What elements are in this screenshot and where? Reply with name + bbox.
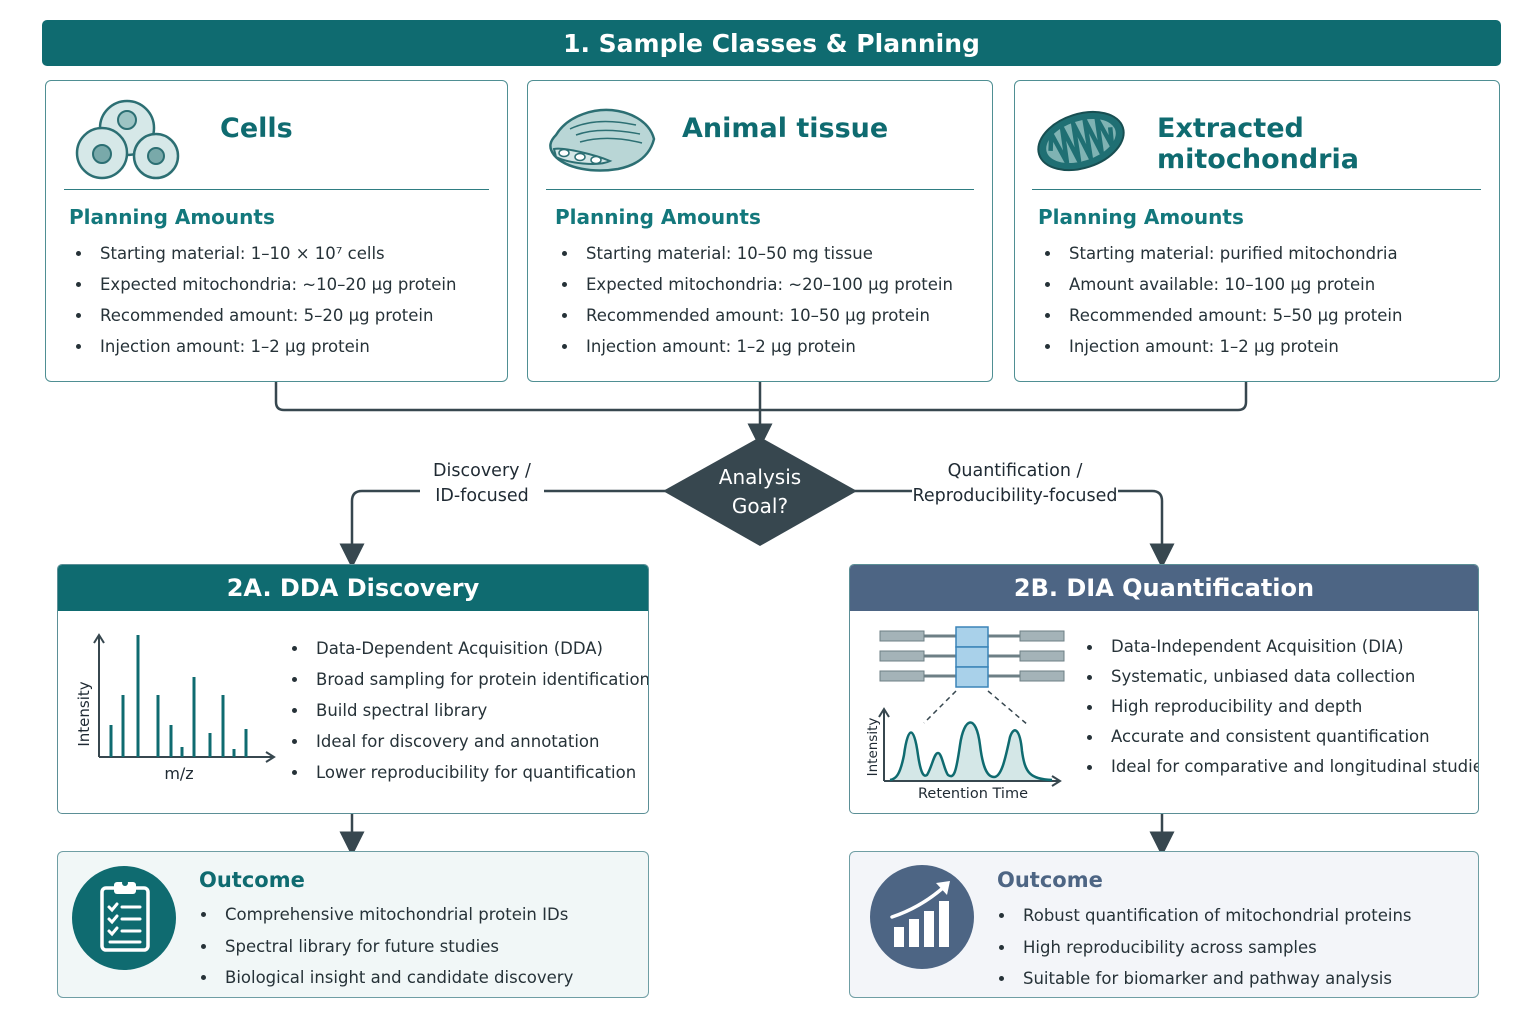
panel-header: 2A. DDA Discovery xyxy=(58,565,648,611)
list-item: Biological insight and candidate discove… xyxy=(195,962,573,994)
list-item: Robust quantification of mitochondrial p… xyxy=(993,900,1412,932)
arrow-to-dia xyxy=(854,489,1175,569)
card-cells: Cells Planning Amounts Starting material… xyxy=(45,80,508,382)
outcome-list: Robust quantification of mitochondrial p… xyxy=(993,900,1412,995)
dda-ylabel: Intensity xyxy=(75,681,93,747)
dda-ylabel-wrap: Intensity xyxy=(63,681,103,746)
panel-dia-quantification: 2B. DIA Quantification xyxy=(849,564,1479,814)
outcome-title: Outcome xyxy=(997,868,1103,892)
card-list: Starting material: 10–50 mg tissue Expec… xyxy=(556,238,953,362)
list-item: Amount available: 10–100 µg protein xyxy=(1039,269,1402,300)
card-subtitle: Planning Amounts xyxy=(1038,205,1244,229)
panel-title: 2A. DDA Discovery xyxy=(226,574,480,602)
dda-xlabel: m/z xyxy=(164,764,194,783)
list-item: Accurate and consistent quantification xyxy=(1081,722,1478,752)
chromatogram-trace xyxy=(889,721,1053,782)
branch-label-discovery: Discovery /ID-focused xyxy=(420,459,544,509)
list-item: Recommended amount: 10–50 µg protein xyxy=(556,300,953,331)
list-item: Starting material: 10–50 mg tissue xyxy=(556,238,953,269)
branch-label-quantification: Quantification /Reproducibility-focused xyxy=(912,459,1118,509)
dia-ylabel-wrap: Intensity xyxy=(854,715,890,777)
card-title: Animal tissue xyxy=(682,113,889,144)
list-item: High reproducibility across samples xyxy=(993,932,1412,964)
list-item: Suitable for biomarker and pathway analy… xyxy=(993,963,1412,995)
card-divider xyxy=(546,189,974,190)
list-item: Starting material: purified mitochondria xyxy=(1039,238,1402,269)
outcome-title: Outcome xyxy=(199,868,305,892)
list-item: Data-Independent Acquisition (DIA) xyxy=(1081,632,1478,662)
card-animal-tissue: Animal tissue Planning Amounts Starting … xyxy=(527,80,993,382)
list-item: Spectral library for future studies xyxy=(195,931,573,963)
card-divider xyxy=(1032,189,1481,190)
outcome-dda: Outcome Comprehensive mitochondrial prot… xyxy=(57,851,649,998)
growth-chart-icon xyxy=(870,865,974,969)
isolation-window xyxy=(955,646,989,668)
card-title: Cells xyxy=(220,113,293,144)
cells-icon xyxy=(75,99,180,180)
card-extracted-mitochondria: Extracted mitochondria Planning Amounts … xyxy=(1014,80,1500,382)
list-item: Injection amount: 1–2 µg protein xyxy=(70,331,456,362)
panel-title: 2B. DIA Quantification xyxy=(1013,574,1315,602)
isolation-window xyxy=(955,626,989,648)
list-item: Systematic, unbiased data collection xyxy=(1081,662,1478,692)
list-item: Data-Dependent Acquisition (DDA) xyxy=(286,633,648,664)
list-item: Comprehensive mitochondrial protein IDs xyxy=(195,899,573,931)
list-item: Build spectral library xyxy=(286,695,648,726)
list-item: Injection amount: 1–2 µg protein xyxy=(556,331,953,362)
mitochondrion-icon xyxy=(1037,110,1125,172)
card-title: Extracted mitochondria xyxy=(1157,113,1359,175)
panel-dda-discovery: 2A. DDA Discovery Intensity m/z Data-Dep… xyxy=(57,564,649,814)
outcome-dia: Outcome Robust quantification of mitocho… xyxy=(849,851,1479,998)
card-divider xyxy=(64,189,489,190)
tissue-icon xyxy=(549,108,656,172)
panel-header: 2B. DIA Quantification xyxy=(850,565,1478,611)
list-item: Recommended amount: 5–20 µg protein xyxy=(70,300,456,331)
card-subtitle: Planning Amounts xyxy=(555,205,761,229)
dia-ylabel: Intensity xyxy=(865,717,881,777)
list-item: Expected mitochondria: ~10–20 µg protein xyxy=(70,269,456,300)
list-item: Injection amount: 1–2 µg protein xyxy=(1039,331,1402,362)
card-subtitle: Planning Amounts xyxy=(69,205,275,229)
list-item: Ideal for discovery and annotation xyxy=(286,726,648,757)
section-title: 1. Sample Classes & Planning xyxy=(563,28,980,58)
dia-window-chromatogram xyxy=(878,626,1065,787)
decision-diamond xyxy=(663,437,857,546)
list-item: Recommended amount: 5–50 µg protein xyxy=(1039,300,1402,331)
list-item: High reproducibility and depth xyxy=(1081,692,1478,722)
dda-feature-list: Data-Dependent Acquisition (DDA) Broad s… xyxy=(286,633,648,788)
section-title-banner: 1. Sample Classes & Planning xyxy=(42,20,1501,66)
arrow-to-dda xyxy=(339,489,668,569)
card-list: Starting material: 1–10 × 10⁷ cells Expe… xyxy=(70,238,456,362)
dia-xlabel: Retention Time xyxy=(917,786,1028,802)
isolation-window xyxy=(955,666,989,688)
list-item: Ideal for comparative and longitudinal s… xyxy=(1081,752,1478,782)
list-item: Starting material: 1–10 × 10⁷ cells xyxy=(70,238,456,269)
list-item: Lower reproducibility for quantification xyxy=(286,757,648,788)
mass-spectrum-chart xyxy=(93,633,276,763)
list-item: Expected mitochondria: ~20–100 µg protei… xyxy=(556,269,953,300)
card-list: Starting material: purified mitochondria… xyxy=(1039,238,1402,362)
clipboard-checklist-icon xyxy=(72,866,176,970)
outcome-list: Comprehensive mitochondrial protein IDs … xyxy=(195,899,573,994)
list-item: Broad sampling for protein identificatio… xyxy=(286,664,648,695)
dia-feature-list: Data-Independent Acquisition (DIA) Syste… xyxy=(1081,632,1478,782)
